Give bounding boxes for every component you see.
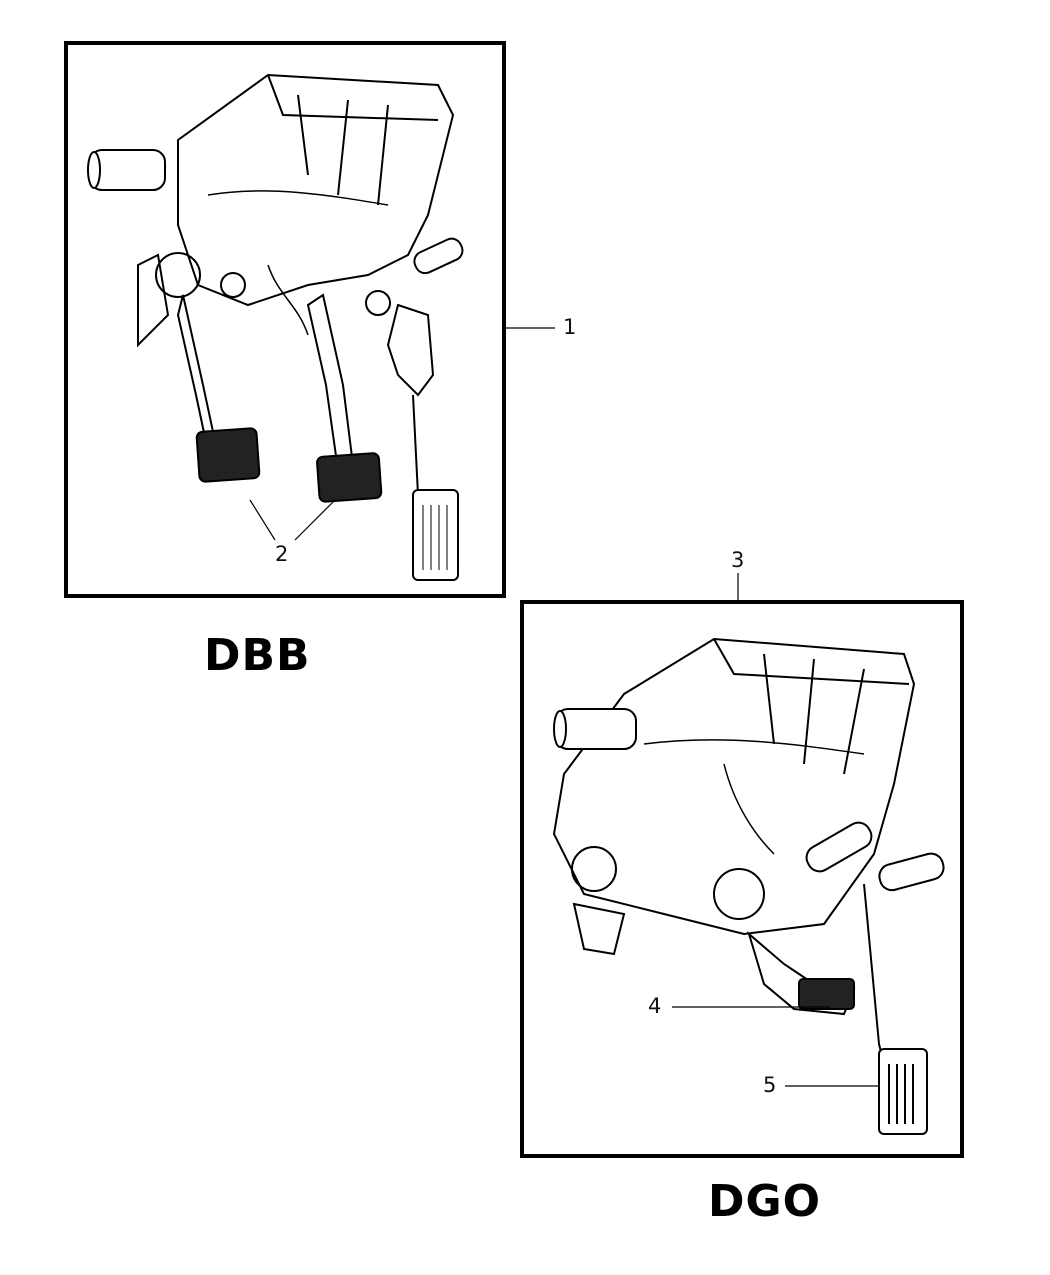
callout-4: 4	[648, 994, 662, 1018]
callout-5: 5	[763, 1073, 777, 1097]
dgo-pedal-assembly-illustration	[552, 637, 945, 1135]
dgo-pedal-assembly-frame	[520, 600, 964, 1158]
leader-line-2a	[249, 499, 276, 541]
variant-code-dbb: DBB	[204, 630, 311, 681]
callout-2: 2	[275, 542, 289, 566]
leader-line-2b	[294, 499, 336, 541]
callout-3: 3	[731, 548, 745, 572]
dbb-pedal-assembly-illustration	[87, 73, 464, 581]
dbb-pedal-assembly-frame	[64, 41, 506, 598]
variant-code-dgo: DGO	[708, 1176, 822, 1227]
callout-1: 1	[563, 315, 577, 339]
